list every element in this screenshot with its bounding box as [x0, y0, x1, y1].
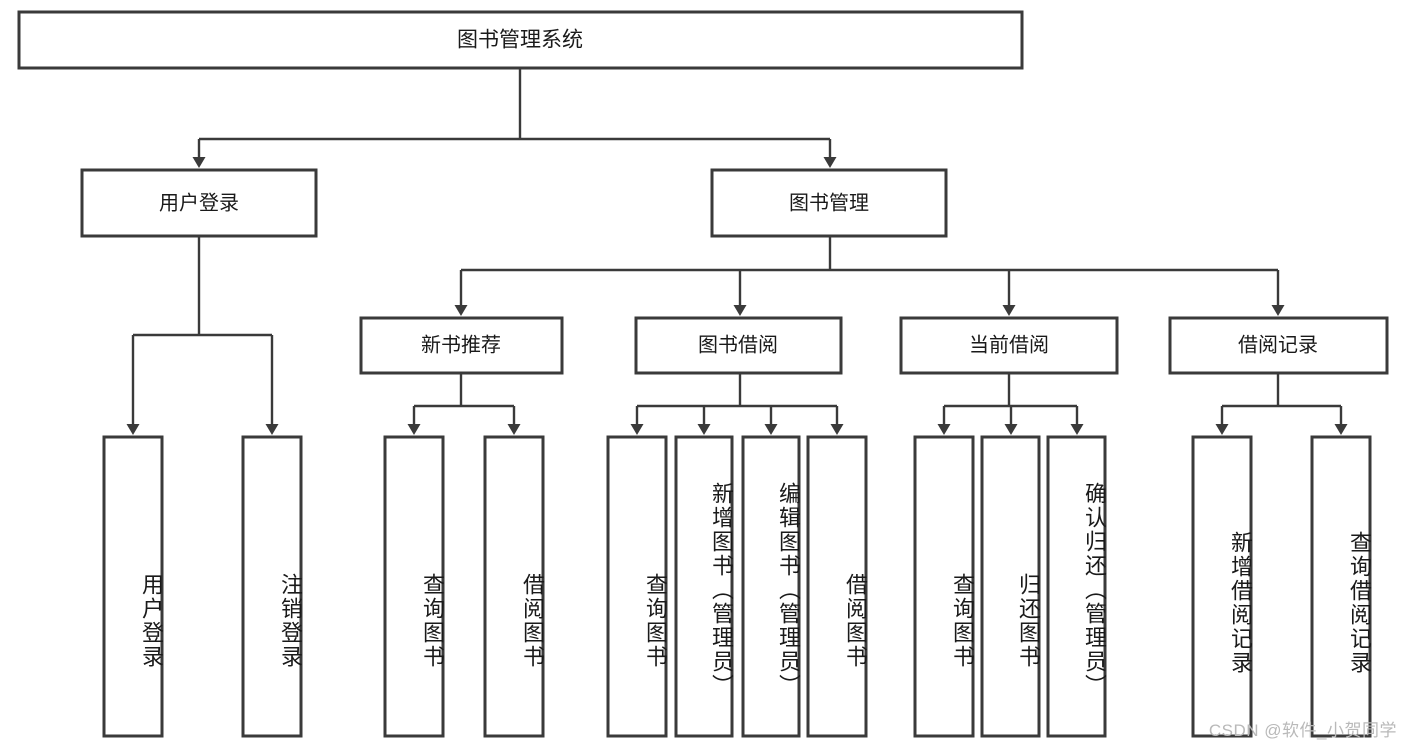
node-book-manage-label: 图书管理 — [789, 191, 869, 214]
node-leaf-add-record[interactable] — [1191, 435, 1253, 738]
node-user-login-label: 用户登录 — [159, 191, 239, 214]
node-leaf-user-logout[interactable] — [241, 435, 303, 738]
node-leaf-borrow-book-1[interactable] — [483, 435, 545, 738]
node-new-book-recommend-label: 新书推荐 — [421, 333, 501, 356]
csdn-watermark: CSDN @软件_小贺同学 — [1208, 721, 1397, 740]
node-leaf-edit-book[interactable] — [741, 435, 801, 738]
node-current-borrow-label: 当前借阅 — [969, 333, 1049, 356]
node-leaf-query-book-3[interactable] — [913, 435, 975, 738]
node-leaf-borrow-book-2[interactable] — [806, 435, 868, 738]
node-user-login[interactable] — [80, 168, 318, 238]
node-leaf-query-book-1[interactable] — [383, 435, 445, 738]
node-current-borrow[interactable] — [899, 316, 1119, 375]
node-leaf-query-record[interactable] — [1310, 435, 1372, 738]
node-leaf-return-book[interactable] — [980, 435, 1041, 738]
node-book-borrow-label: 图书借阅 — [698, 333, 778, 356]
node-book-manage[interactable] — [710, 168, 948, 238]
node-book-borrow[interactable] — [634, 316, 843, 375]
node-borrow-record[interactable] — [1168, 316, 1389, 375]
node-root-label: 图书管理系统 — [457, 29, 583, 52]
node-leaf-user-login[interactable] — [102, 435, 164, 738]
node-borrow-record-label: 借阅记录 — [1238, 333, 1318, 356]
node-leaf-query-book-2[interactable] — [606, 435, 668, 738]
node-new-book-recommend[interactable] — [359, 316, 564, 375]
node-root[interactable] — [17, 10, 1024, 70]
node-leaf-confirm-return[interactable] — [1046, 435, 1107, 738]
node-leaf-add-book[interactable] — [674, 435, 734, 738]
